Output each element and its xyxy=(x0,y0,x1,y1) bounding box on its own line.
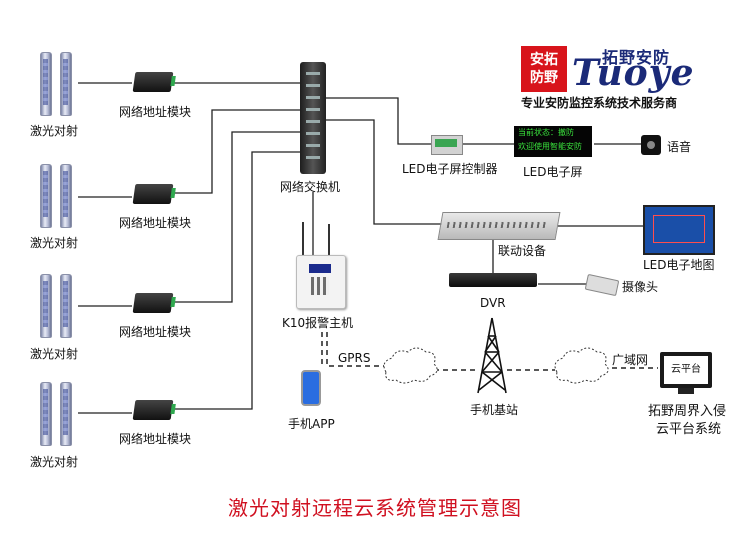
module-label: 网络地址模块 xyxy=(119,105,192,119)
network-module-icon xyxy=(132,293,174,313)
brand-name-cn: 拓野安防 xyxy=(602,48,671,67)
dvr-icon xyxy=(449,273,537,287)
linkage-device-icon xyxy=(437,212,561,240)
network-module-icon xyxy=(132,72,174,92)
cloud-system-line2: 云平台系统 xyxy=(656,422,722,437)
speaker-icon xyxy=(641,135,661,155)
cloud-screen-text: 云平台 xyxy=(671,364,701,375)
laser-detector-icon xyxy=(60,382,72,446)
laser-label: 激光对射 xyxy=(30,455,79,469)
led-screen-line1: 当前状态：撤防 xyxy=(518,128,574,137)
monitor-stand xyxy=(678,388,694,394)
laser-detector-icon xyxy=(40,382,52,446)
laser-detector-icon xyxy=(60,52,72,116)
gprs-label: GPRS xyxy=(338,351,371,365)
module-label: 网络地址模块 xyxy=(119,432,192,446)
antenna-icon xyxy=(328,224,330,258)
dvr-label: DVR xyxy=(480,296,506,310)
brand-tagline: 专业安防监控系统技术服务商 xyxy=(521,96,678,110)
brand-logo: 安拓 防野 xyxy=(521,46,567,92)
switch-label: 网络交换机 xyxy=(280,180,341,194)
base-station-label: 手机基站 xyxy=(470,403,519,417)
module-label: 网络地址模块 xyxy=(119,216,192,230)
phone-icon xyxy=(301,370,321,406)
brand-name-en: Tuoye xyxy=(572,52,695,94)
laser-detector-icon xyxy=(40,52,52,116)
antenna-icon xyxy=(302,222,304,256)
led-controller-label: LED电子屏控制器 xyxy=(402,162,498,176)
laser-detector-icon xyxy=(60,164,72,228)
linkage-label: 联动设备 xyxy=(498,244,547,258)
alarm-host-icon xyxy=(296,255,346,309)
laser-label: 激光对射 xyxy=(30,124,79,138)
network-module-icon xyxy=(132,400,174,420)
brand-box-line2: 防野 xyxy=(530,70,558,86)
diagram-title: 激光对射远程云系统管理示意图 xyxy=(228,496,522,520)
led-controller-icon xyxy=(431,135,463,155)
led-screen-line2: 欢迎使用智能安防 xyxy=(518,142,582,151)
led-screen: 当前状态：撤防 欢迎使用智能安防 xyxy=(514,126,592,157)
led-map-icon xyxy=(643,205,715,255)
cloud-system-line1: 拓野周界入侵 xyxy=(648,404,727,419)
laser-label: 激光对射 xyxy=(30,236,79,250)
phone-app-label: 手机APP xyxy=(288,417,335,431)
led-map-label: LED电子地图 xyxy=(643,258,715,272)
laser-detector-icon xyxy=(60,274,72,338)
module-label: 网络地址模块 xyxy=(119,325,192,339)
wan-label: 广域网 xyxy=(612,353,649,367)
laser-detector-icon xyxy=(40,164,52,228)
brand-box-line1: 安拓 xyxy=(530,52,558,68)
laser-label: 激光对射 xyxy=(30,347,79,361)
voice-label: 语音 xyxy=(667,140,692,154)
laser-detector-icon xyxy=(40,274,52,338)
cloud-monitor-icon: 云平台 xyxy=(660,352,712,388)
alarm-host-label: K10报警主机 xyxy=(282,316,354,330)
led-screen-label: LED电子屏 xyxy=(523,165,583,179)
camera-label: 摄像头 xyxy=(622,280,659,294)
network-switch-icon xyxy=(300,62,326,174)
network-module-icon xyxy=(132,184,174,204)
